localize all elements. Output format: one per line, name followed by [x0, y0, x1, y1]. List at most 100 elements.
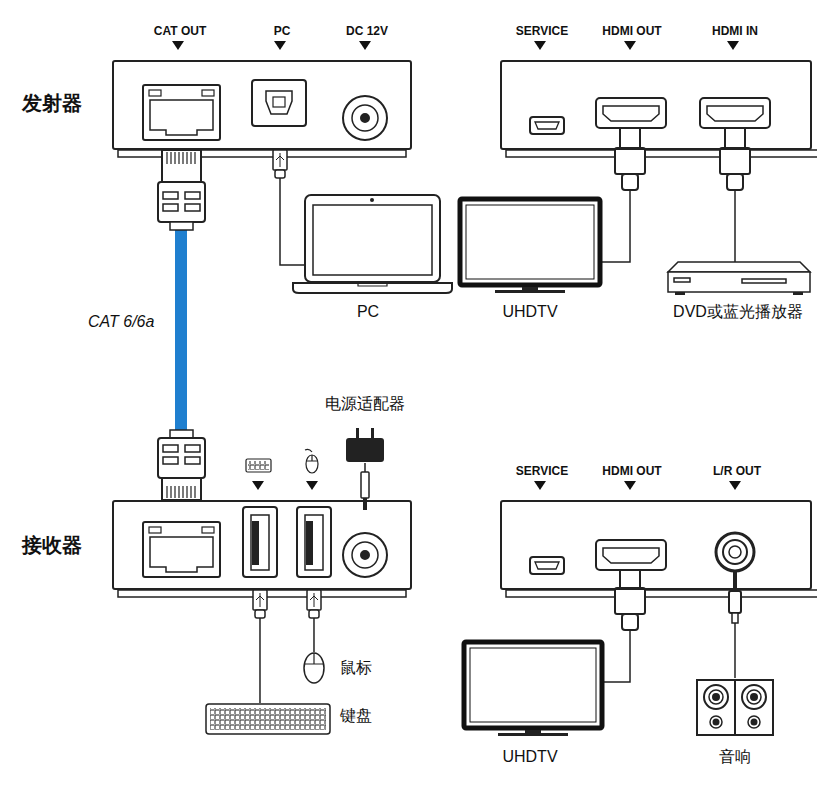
laptop-drawing	[358, 283, 387, 286]
keyboard-drawing	[206, 704, 330, 734]
rj45-plug	[185, 192, 200, 199]
usb-b-port	[252, 80, 306, 126]
speaker-drawing	[747, 690, 761, 704]
speaker-drawing	[735, 680, 773, 735]
rj45-plug	[162, 150, 201, 182]
receiver-front-panel: 接收器	[112, 500, 412, 590]
audio-plug	[729, 571, 741, 623]
dc-jack	[361, 551, 369, 559]
panel-base	[118, 150, 817, 597]
rj45-plug	[185, 204, 200, 211]
power-adapter-body	[346, 428, 384, 462]
device-label: UHDTV	[502, 303, 557, 321]
rj45-plug	[163, 192, 178, 199]
power-adapter-body	[371, 428, 374, 439]
usb-plug	[253, 590, 321, 618]
usb-a-port	[305, 515, 323, 570]
hdmi-plug	[620, 570, 640, 588]
micro-usb-port	[530, 117, 564, 134]
device-title: 发射器	[22, 92, 82, 115]
laptop-drawing	[305, 195, 440, 282]
power-adapter-body	[346, 438, 384, 462]
usb-a-port	[251, 515, 269, 570]
usb-b-port	[273, 97, 285, 107]
disc-player-drawing	[793, 292, 803, 295]
keyboard-drawing	[210, 708, 326, 730]
usb-b-port	[266, 91, 292, 114]
port-pointer	[172, 41, 184, 50]
port-label: PC	[274, 25, 291, 39]
keyboard-icon	[248, 461, 269, 470]
dc-jack	[361, 114, 369, 122]
tv-drawing	[470, 648, 596, 722]
disc-player-drawing	[675, 292, 685, 295]
hdmi-plug	[620, 128, 640, 148]
audio-plug	[729, 591, 741, 613]
tv-drawing	[460, 199, 600, 285]
rj45-plug	[158, 438, 205, 478]
dc-plug	[361, 472, 369, 498]
keyboard-icon	[246, 459, 271, 472]
audio-plug	[733, 571, 737, 591]
cable-label: CAT 6/6a	[88, 313, 154, 331]
mouse: 鼠标	[303, 652, 325, 684]
device-label: 鼠标	[340, 659, 372, 677]
port-label: SERVICE	[516, 25, 568, 39]
rj45-plug	[163, 445, 178, 452]
speaker-drawing	[752, 720, 757, 725]
hdmi-plug	[615, 148, 645, 174]
laptop-drawing	[370, 198, 374, 202]
usb-plug	[310, 593, 318, 607]
micro-usb-port	[535, 122, 559, 129]
usb-plug	[273, 150, 287, 170]
panel-base	[506, 590, 817, 597]
tv-drawing	[525, 730, 541, 733]
device-label: 电源适配器	[325, 395, 405, 413]
rj45-plug	[163, 457, 178, 464]
hdmi-port	[596, 540, 666, 570]
port-label: DC 12V	[346, 25, 388, 39]
rj45-plug	[158, 182, 205, 222]
dc-jack	[352, 542, 378, 568]
mouse-drawing	[304, 653, 324, 683]
laptop-drawing	[313, 205, 432, 275]
port-pointer	[172, 41, 741, 490]
transmitter-rear-panel: SERVICEHDMI OUTHDMI IN	[500, 60, 812, 150]
port-pointer	[359, 41, 371, 50]
port-pointer	[727, 41, 739, 50]
disc-player: DVD或蓝光播放器	[668, 262, 810, 295]
speaker-drawing	[714, 720, 719, 725]
port-pointer	[534, 41, 546, 50]
speaker-drawing	[742, 685, 766, 709]
usb-b-port	[252, 80, 306, 126]
laptop-drawing	[293, 195, 452, 293]
device-label: 音响	[719, 748, 751, 766]
tv-drawing	[522, 287, 538, 290]
rj45-plug	[185, 445, 200, 452]
hdmi-plug	[725, 128, 745, 148]
usb-plug	[256, 593, 264, 607]
port-pointer	[534, 481, 546, 490]
panel-base	[506, 150, 817, 157]
rj45-jack	[149, 90, 161, 96]
port-label: SERVICE	[516, 465, 568, 479]
dc-plug	[361, 472, 369, 510]
port-pointer	[624, 41, 636, 50]
rj45-plug	[162, 478, 201, 500]
rj45-plug	[167, 486, 195, 498]
usb-a-port	[252, 521, 259, 565]
speaker-drawing	[751, 694, 757, 700]
usb-a-port	[306, 521, 313, 565]
hdmi-plug	[615, 588, 645, 614]
port-label: HDMI IN	[712, 25, 758, 39]
device-label: 键盘	[340, 707, 372, 725]
tv-drawing	[498, 733, 568, 736]
usb-plug	[309, 610, 319, 618]
rj45-plug	[170, 222, 193, 230]
port-label: CAT OUT	[154, 25, 206, 39]
hdmi-port	[596, 98, 666, 128]
rj45-plug	[158, 430, 205, 500]
audio-jack	[716, 533, 754, 571]
hdmi-plug	[720, 148, 750, 174]
